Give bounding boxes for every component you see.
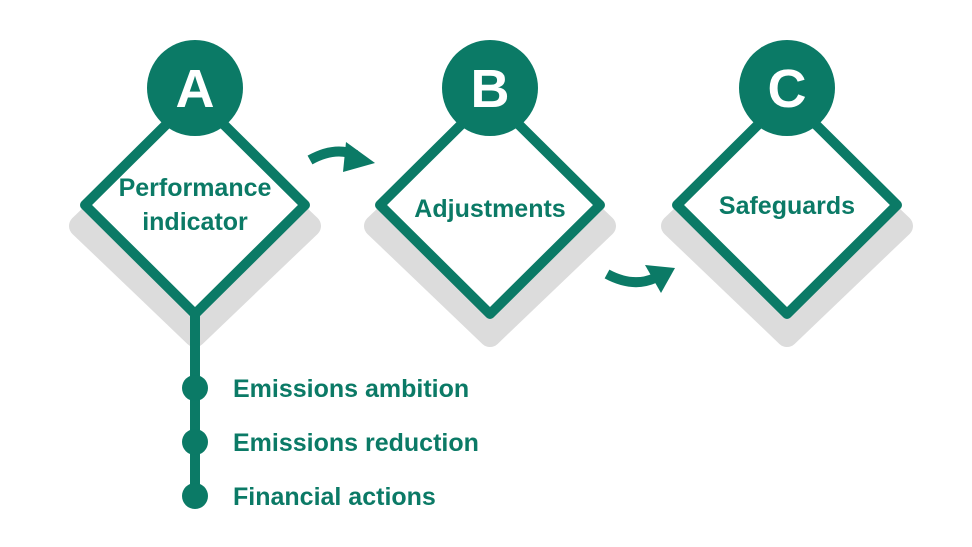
step-a-letter: A [176,59,215,119]
step-c-letter: C [768,59,807,119]
performance-items-list: Emissions ambition Emissions reduction F… [182,375,479,511]
step-b-diamond [375,91,605,319]
step-c-badge [739,40,835,136]
step-b-label: Adjustments [414,195,565,223]
arrow-a-to-b [307,142,375,172]
step-c-label: Safeguards [719,192,855,220]
list-bullet [182,483,208,509]
arrow-b-to-c [604,265,675,293]
step-a-label-line2: indicator [142,208,248,236]
arrow-a-to-b-head [343,142,375,172]
list-item-emissions-reduction: Emissions reduction [233,429,479,457]
step-a-label-line1: Performance [119,174,272,202]
step-b-letter: B [471,59,510,119]
step-b-badge [442,40,538,136]
step-c-diamond [672,91,902,319]
step-a-badge [147,40,243,136]
step-a: A Performance indicator [69,40,321,500]
arrow-b-to-c-head [645,265,675,293]
list-bullet [182,429,208,455]
list-bullet [182,375,208,401]
step-c: C Safeguards [661,40,913,347]
arrow-b-to-c-shaft [604,269,658,288]
list-item-emissions-ambition: Emissions ambition [233,375,469,403]
list-item-financial-actions: Financial actions [233,483,436,511]
step-b: B Adjustments [364,40,616,347]
